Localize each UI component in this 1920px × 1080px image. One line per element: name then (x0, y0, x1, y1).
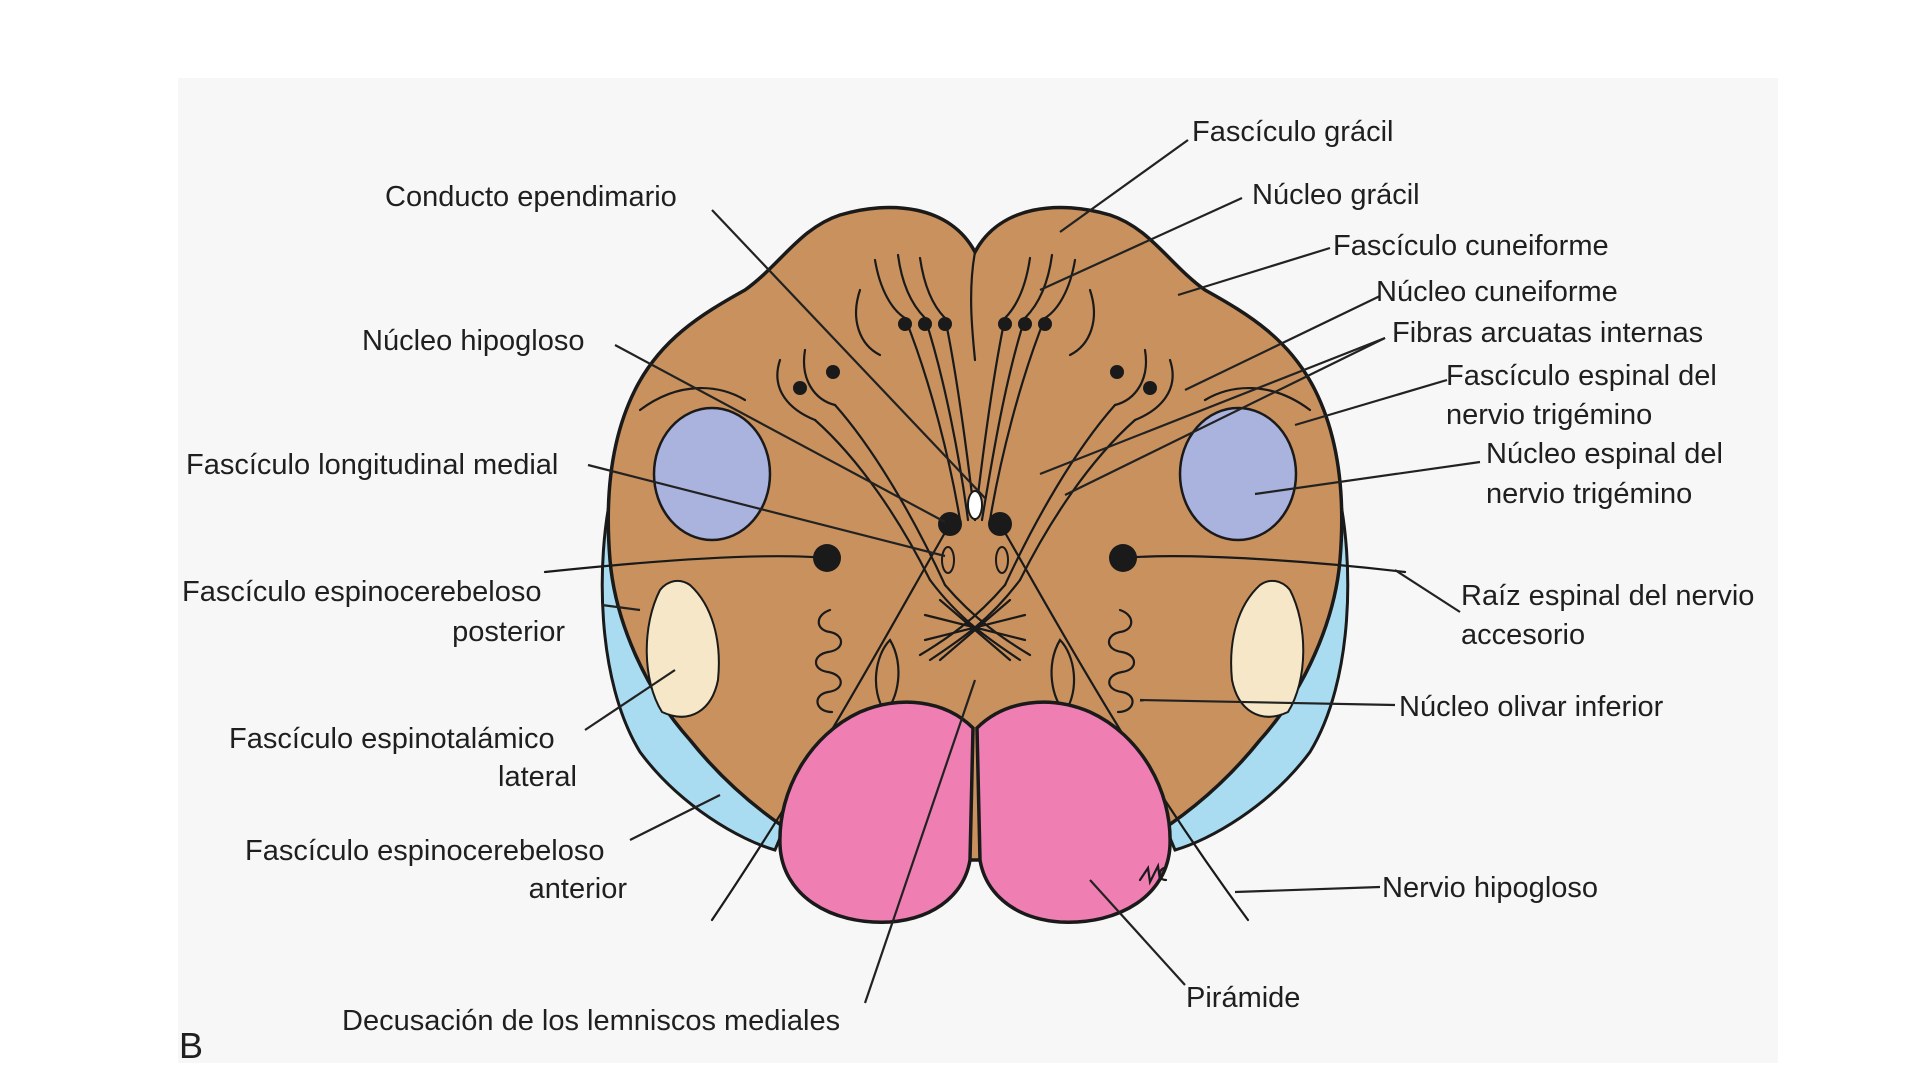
trigeminal-tract-arc-right (1203, 386, 1312, 412)
hypoglossal-nerve-left (710, 522, 952, 922)
mlf-left (941, 546, 955, 574)
label-conducto-ependimario: Conducto ependimario (385, 181, 677, 213)
label-fasciculo-gracil: Fascículo grácil (1192, 116, 1393, 148)
inferior-olivary-nucleus-left (814, 608, 843, 714)
dorsal-column-fibers (776, 253, 1174, 422)
label-fibras-arcuatas: Fibras arcuatas internas (1392, 317, 1703, 349)
accessory-root-right (1121, 555, 1407, 574)
label-fasciculo-longitudinal-medial: Fascículo longitudinal medial (186, 449, 558, 481)
central-canal (967, 490, 983, 520)
inferior-olivary-nucleus-right (1107, 608, 1136, 714)
mlf-right (995, 546, 1009, 574)
label-espinotalamico-lateral-2: lateral (498, 761, 577, 793)
label-decusacion: Decusación de los lemniscos mediales (342, 1005, 840, 1037)
internal-arcuate-fibers (813, 316, 1137, 662)
spinal-trigeminal-nucleus-left (652, 406, 772, 542)
spinothalamic-region-right (1230, 579, 1305, 718)
label-fasciculo-cuneiforme: Fascículo cuneiforme (1333, 230, 1609, 262)
pyramid-right (975, 700, 1172, 924)
label-nucleo-cuneiforme: Núcleo cuneiforme (1376, 276, 1618, 308)
artist-signature (1138, 862, 1168, 886)
label-nucleo-espinal-trigemino-2: nervio trigémino (1486, 478, 1692, 510)
label-nucleo-gracil: Núcleo grácil (1252, 179, 1420, 211)
label-nucleo-olivar: Núcleo olivar inferior (1399, 691, 1664, 723)
leader-lines (584, 139, 1481, 1004)
label-fasciculo-espinal-trigemino-1: Fascículo espinal del (1446, 360, 1717, 392)
label-espinotalamico-lateral-1: Fascículo espinotalámico (229, 723, 555, 755)
label-espinocerebeloso-anterior-2: anterior (529, 873, 628, 905)
panel-letter: B (179, 1025, 203, 1066)
pyramid-left (778, 700, 975, 924)
accessory-root-left (543, 555, 829, 574)
label-fasciculo-espinal-trigemino-2: nervio trigémino (1446, 399, 1652, 431)
trigeminal-tract-arc-left (638, 386, 747, 412)
label-piramide: Pirámide (1186, 982, 1300, 1014)
label-raiz-accesorio-2: accesorio (1461, 619, 1585, 651)
spinal-trigeminal-nucleus-right (1178, 406, 1298, 542)
label-espinocerebeloso-anterior-1: Fascículo espinocerebeloso (245, 835, 604, 867)
label-nucleo-hipogloso: Núcleo hipogloso (362, 325, 584, 357)
label-espinocerebeloso-posterior-1: Fascículo espinocerebeloso (182, 576, 541, 608)
label-espinocerebeloso-posterior-2: posterior (452, 616, 565, 648)
label-nervio-hipogloso: Nervio hipogloso (1382, 872, 1598, 904)
posterior-median-sulcus (970, 250, 977, 362)
hypoglossal-nerve-right (998, 522, 1250, 922)
label-raiz-accesorio-1: Raíz espinal del nervio (1461, 580, 1754, 612)
medulla-section (543, 205, 1407, 924)
spinothalamic-region-left (645, 579, 720, 718)
dorsal-column-nuclei (793, 317, 1157, 395)
label-nucleo-espinal-trigemino-1: Núcleo espinal del (1486, 438, 1723, 470)
medulla-body (606, 205, 1344, 862)
